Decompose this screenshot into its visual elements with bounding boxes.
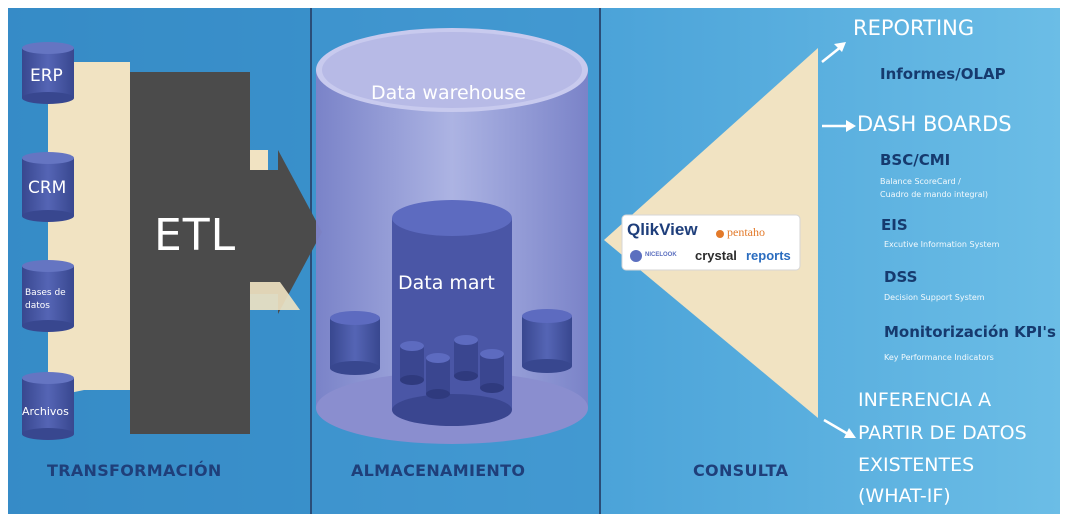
etl-label: ETL [154,210,237,261]
source-label-archivos: Archivos [22,405,69,418]
nicelook-icon [630,250,642,262]
source-funnel [60,70,132,395]
output-bsc-note-1: Balance ScoreCard / [880,177,961,186]
output-inferencia-2: PARTIR DE DATOS [858,422,1027,444]
output-inferencia-4: (WHAT-IF) [858,485,951,507]
output-dashboards: DASH BOARDS [857,112,1012,136]
tools-logo-box [621,214,801,271]
cylinder-crm [22,152,74,222]
etl-arrow [246,150,322,314]
output-bsc-note-2: Cuadro de mando integral) [880,190,988,199]
output-kpi: Monitorización KPI's [884,323,1056,341]
output-arrows [821,42,856,438]
output-dss: DSS [884,268,918,286]
output-eis-note: Excutive Information System [884,240,1000,249]
etl-box [130,72,250,434]
source-label-crm: CRM [28,178,67,198]
small-cylinder-right [522,309,572,373]
warehouse-title: Data warehouse [371,82,526,104]
cylinder-erp [22,42,74,104]
cylinder-bases [22,260,74,332]
qlikview-logo: QlikView [627,220,698,239]
output-dss-note: Decision Support System [884,293,985,302]
section-label-almacenamiento: ALMACENAMIENTO [351,461,526,480]
output-informes: Informes/OLAP [880,65,1006,83]
nicelook-logo: NICELOOK [645,252,677,258]
pentaho-logo: pentaho [727,225,765,239]
section-label-transformacion: TRANSFORMACIÓN [47,461,222,480]
section-label-consulta: CONSULTA [693,461,789,480]
crystal-logo-bold: crystal [695,248,737,263]
output-kpi-note: Key Performance Indicators [884,353,994,362]
source-label-bases-1: Bases de [25,288,66,298]
small-cylinder-left [330,311,380,375]
etl-arrow-shadow [248,282,300,310]
pentaho-icon [716,230,724,238]
datamart-label: Data mart [398,272,495,294]
output-inferencia-1: INFERENCIA A [858,389,992,411]
mini-cylinders [400,335,504,399]
cylinder-archivos [22,372,74,440]
output-inferencia-3: EXISTENTES [858,454,975,476]
source-label-bases-2: datos [25,301,50,311]
output-eis: EIS [881,216,908,234]
output-bsc: BSC/CMI [880,151,951,169]
output-reporting: REPORTING [853,16,975,40]
crystal-logo-rest: reports [746,248,791,263]
source-label-erp: ERP [30,66,63,86]
